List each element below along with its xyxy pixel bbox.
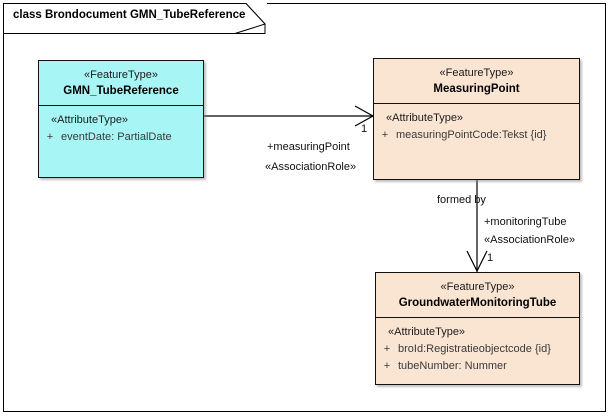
- class-stereotype: «FeatureType»: [84, 69, 158, 81]
- class-box-groundwatermonitoringtube[interactable]: «FeatureType» GroundwaterMonitoringTube …: [375, 272, 580, 385]
- class-stereotype: «FeatureType»: [440, 281, 515, 293]
- diagram-title-tab: class Brondocument GMN_TubeReference: [3, 3, 267, 34]
- attribute-row[interactable]: + tubeNumber: Nummer: [376, 358, 579, 375]
- class-attributes-groundwatermonitoringtube: «AttributeType» + broId:Registratieobjec…: [376, 318, 579, 382]
- attribute-visibility: +: [383, 343, 391, 355]
- class-attributes-measuringpoint: «AttributeType» + measuringPointCode:Tek…: [374, 104, 579, 151]
- attribute-visibility: +: [46, 131, 54, 143]
- association-measuringpoint-multiplicity: 1: [361, 123, 368, 135]
- attribute-row[interactable]: + broId:Registratieobjectcode {id}: [376, 341, 579, 358]
- association-monitoringtube-name: formed by: [437, 194, 486, 206]
- attribute-compartment-stereotype: «AttributeType»: [386, 112, 464, 124]
- attribute-text: broId:Registratieobjectcode {id}: [398, 343, 551, 355]
- association-monitoringtube-stereotype: «AssociationRole»: [484, 234, 576, 246]
- class-box-gmn-tubereference[interactable]: «FeatureType» GMN_TubeReference «Attribu…: [38, 60, 204, 178]
- association-monitoringtube-multiplicity: 1: [487, 252, 494, 264]
- attribute-row[interactable]: + measuringPointCode:Tekst {id}: [374, 127, 579, 144]
- attribute-text: tubeNumber: Nummer: [398, 360, 507, 372]
- class-box-measuringpoint[interactable]: «FeatureType» MeasuringPoint «AttributeT…: [373, 58, 580, 180]
- association-measuringpoint-stereotype: «AssociationRole»: [265, 161, 357, 173]
- title-tab-shape: [3, 3, 266, 34]
- class-name: GroundwaterMonitoringTube: [398, 297, 557, 309]
- class-header-groundwatermonitoringtube: «FeatureType» GroundwaterMonitoringTube: [376, 273, 579, 318]
- diagram-frame: [3, 3, 606, 412]
- class-header-gmn-tubereference: «FeatureType» GMN_TubeReference: [39, 61, 203, 106]
- class-stereotype: «FeatureType»: [439, 67, 514, 79]
- attribute-compartment-stereotype: «AttributeType»: [388, 326, 466, 338]
- attribute-text: measuringPointCode:Tekst {id}: [396, 129, 547, 141]
- attribute-compartment-stereotype: «AttributeType»: [51, 114, 129, 126]
- class-header-measuringpoint: «FeatureType» MeasuringPoint: [374, 59, 579, 104]
- association-measuringpoint-rolename: +measuringPoint: [267, 141, 350, 153]
- attribute-visibility: +: [381, 129, 389, 141]
- class-name: GMN_TubeReference: [63, 85, 179, 97]
- association-monitoringtube-rolename: +monitoringTube: [484, 216, 567, 228]
- class-name: MeasuringPoint: [433, 83, 520, 95]
- attribute-visibility: +: [383, 360, 391, 372]
- class-attributes-gmn-tubereference: «AttributeType» + eventDate: PartialDate: [39, 106, 203, 153]
- attribute-row[interactable]: + eventDate: PartialDate: [39, 129, 203, 146]
- diagram-title: class Brondocument GMN_TubeReference: [13, 9, 246, 21]
- attribute-text: eventDate: PartialDate: [61, 131, 172, 143]
